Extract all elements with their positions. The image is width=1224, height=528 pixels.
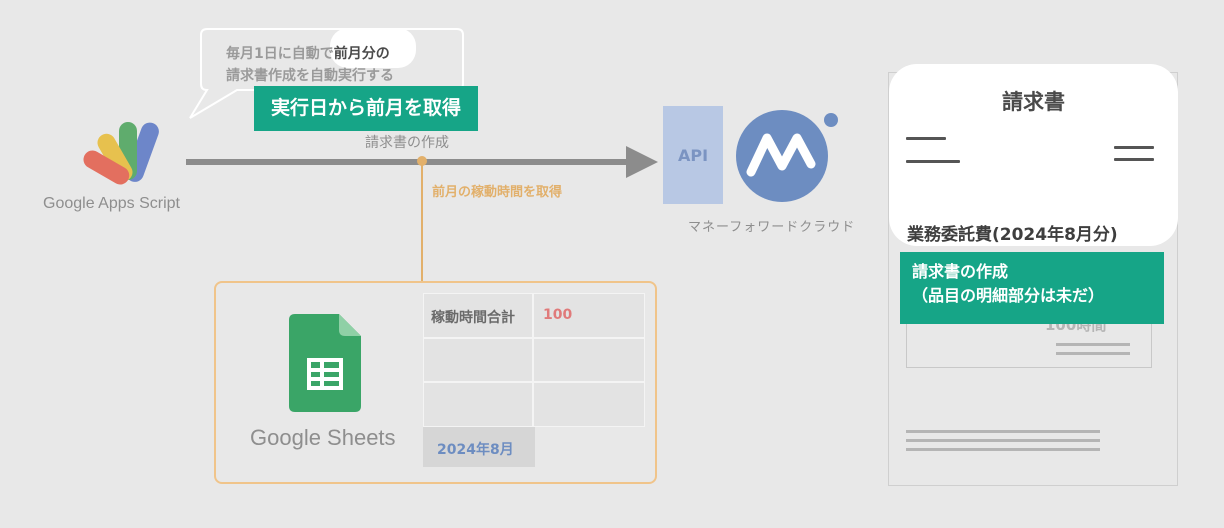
table-cell-month <box>423 427 535 467</box>
badge-invoice-line2: （品目の明細部分は未だ） <box>912 286 1105 305</box>
bubble-line1: 毎月1日に自動で <box>226 46 334 62</box>
google-sheets-icon <box>289 314 361 412</box>
divider <box>906 448 1100 451</box>
divider <box>906 430 1100 433</box>
badge-invoice-line1: 請求書の作成 <box>912 262 1009 281</box>
divider <box>906 439 1100 442</box>
divider <box>906 160 960 163</box>
badge-invoice: 請求書の作成 （品目の明細部分は未だ） <box>900 252 1164 324</box>
sheets-panel <box>214 281 657 484</box>
gas-label: Google Apps Script <box>43 195 180 212</box>
divider <box>906 137 946 140</box>
moneyforward-label: マネーフォワードクラウド <box>688 220 856 235</box>
divider <box>1114 146 1154 149</box>
badge-prev-month: 実行日から前月を取得 <box>254 86 478 131</box>
sheet-header-label: 稼動時間合計 <box>431 310 515 326</box>
orange-connector <box>417 156 427 283</box>
invoice-title: 請求書 <box>1002 90 1065 114</box>
table-cell <box>533 382 645 427</box>
sheet-total-value: 100 <box>543 307 573 323</box>
bubble-line2: 請求書作成を自動実行する <box>226 68 394 84</box>
sheets-label: Google Sheets <box>250 425 396 450</box>
highlight-blob <box>330 28 416 68</box>
moneyforward-logo <box>736 110 841 202</box>
bubble-line1-highlight: 前月分の <box>333 46 390 62</box>
divider <box>1056 343 1130 346</box>
divider <box>1114 158 1154 161</box>
sheet-month-value: 2024年8月 <box>437 442 514 458</box>
table-cell <box>533 338 645 382</box>
speech-bubble <box>189 28 464 119</box>
invoice-subject: 業務委託費(2024年8月分) <box>907 225 1118 245</box>
bubble-text: 毎月1日に自動で前月分の 請求書作成を自動実行する <box>226 43 394 87</box>
api-box: API <box>663 106 723 204</box>
main-arrow <box>186 146 658 178</box>
invoice-highlight <box>889 64 1178 246</box>
api-label: API <box>677 145 709 165</box>
table-cell <box>423 382 533 427</box>
google-apps-script-logo <box>83 122 159 185</box>
divider <box>1056 352 1130 355</box>
arrow-label: 請求書の作成 <box>365 135 449 151</box>
table-cell <box>533 293 645 338</box>
table-cell <box>423 293 533 338</box>
table-cell <box>423 338 533 382</box>
orange-branch-label: 前月の稼動時間を取得 <box>432 185 563 200</box>
